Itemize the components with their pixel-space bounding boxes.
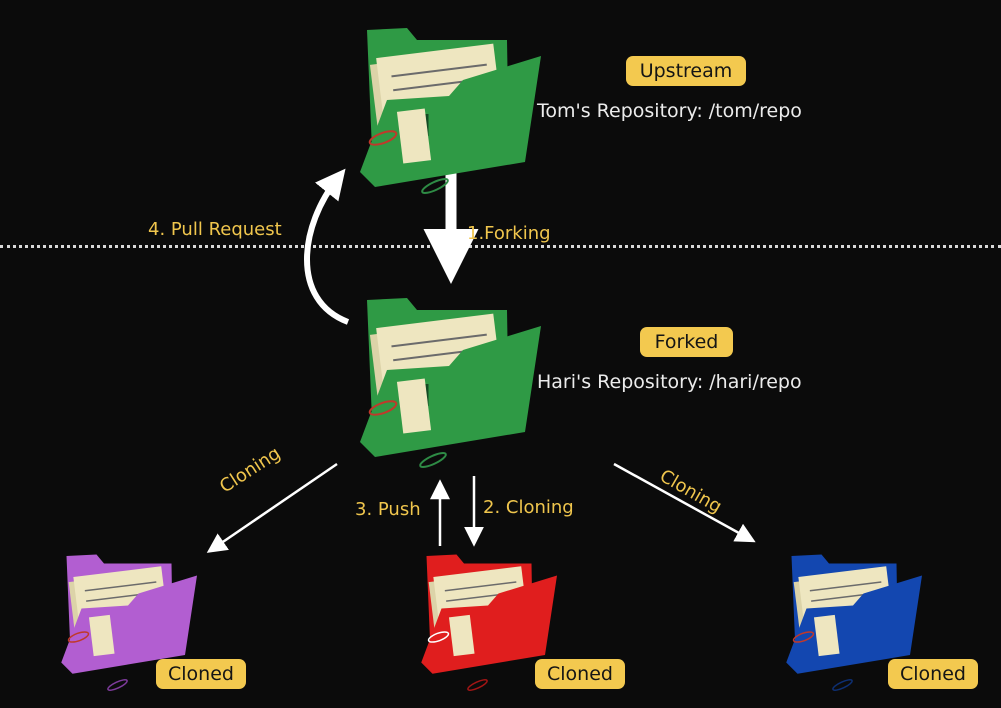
cloning-left-arrow [206,462,338,553]
pull-request-label: 4. Pull Request [148,219,282,240]
boundary-divider [0,245,1001,248]
upstream-folder-icon [360,28,541,194]
clone-left-badge: Cloned [156,659,246,689]
cloning-center-label: 2. Cloning [483,497,574,518]
clone-right-badge: Cloned [888,659,978,689]
forked-badge: Forked [640,327,733,357]
push-label: 3. Push [355,499,421,520]
pull-request-arrow [304,168,350,325]
clone-center-badge: Cloned [535,659,625,689]
clone-right-folder-icon [786,554,922,691]
forking-label: 1.Forking [467,223,551,244]
cloning-right-arrow [613,462,756,543]
upstream-badge: Upstream [626,56,746,86]
forked-folder-icon [360,298,541,468]
clone-center-folder-icon [421,554,557,691]
forked-description: Hari's Repository: /hari/repo [537,371,802,393]
clone-left-folder-icon [61,554,197,691]
upstream-description: Tom's Repository: /tom/repo [537,100,802,122]
